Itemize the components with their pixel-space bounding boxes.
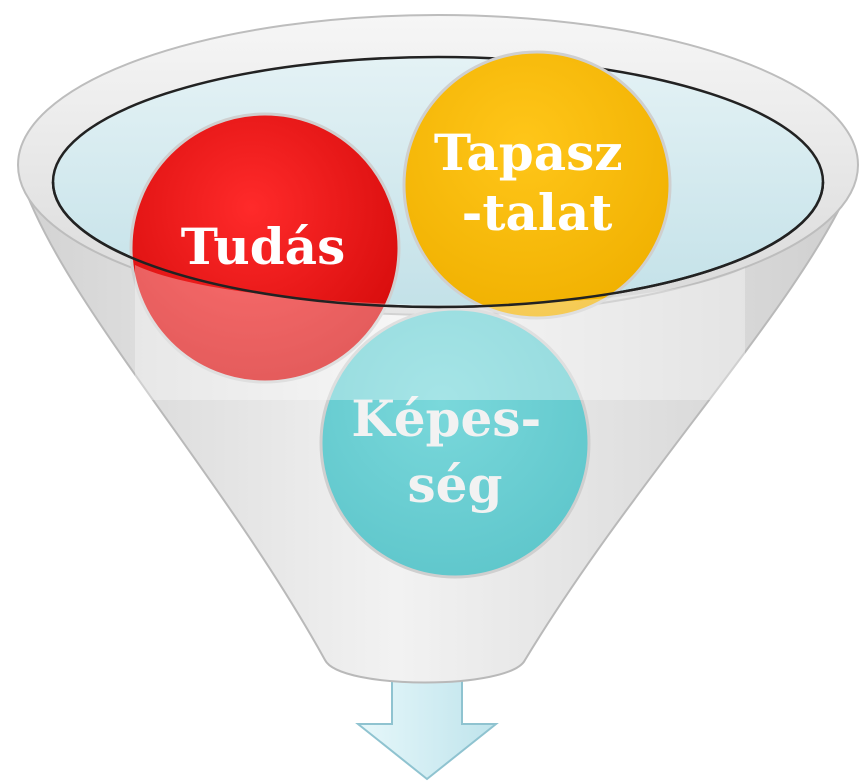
ball-label-kepesseg: Képes- ség — [351, 389, 558, 514]
ball-tudas: Tudás — [129, 112, 401, 384]
down-arrow — [355, 675, 499, 781]
ball-label-tudas: Tudás — [181, 217, 345, 276]
funnel-front-lip — [135, 265, 745, 400]
ball-kepesseg: Képes- ség — [319, 307, 591, 579]
funnel-rim-line — [51, 181, 825, 309]
ball-label-tapasztalat: Tapasz -talat — [434, 123, 640, 242]
ball-tapasztalat: Tapasz -talat — [402, 50, 672, 320]
